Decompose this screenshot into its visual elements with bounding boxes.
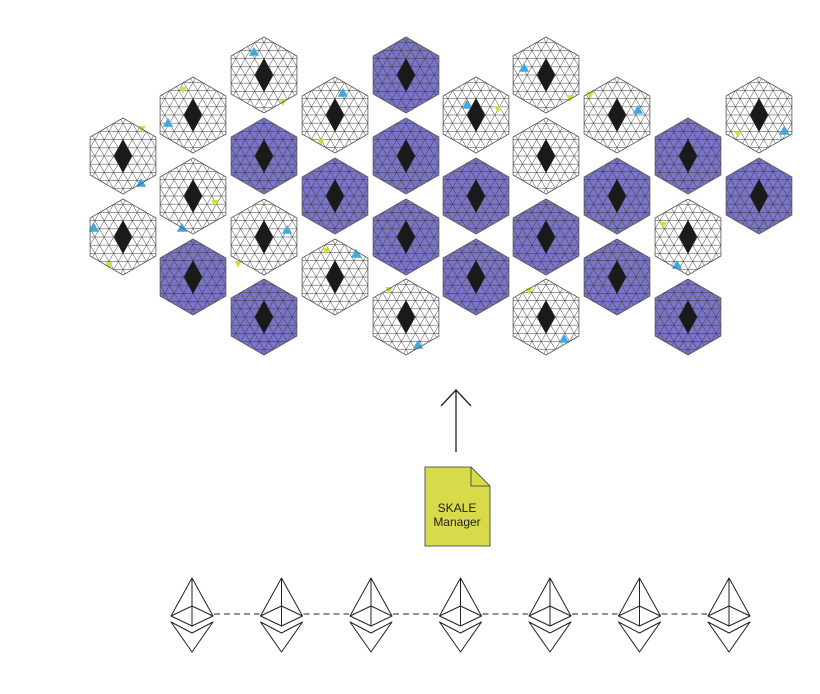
diamond-icon xyxy=(750,98,768,132)
skale-manager-document: SKALE Manager xyxy=(424,466,491,547)
diamond-icon xyxy=(608,98,626,132)
accent-triangle-yellow xyxy=(734,131,742,138)
diamond-icon xyxy=(184,98,202,132)
diamond-icon xyxy=(397,58,415,92)
accent-triangle-blue xyxy=(162,117,174,127)
diamond-icon xyxy=(608,260,626,294)
accent-triangle-yellow xyxy=(105,262,113,269)
accent-triangle-blue xyxy=(671,259,683,269)
accent-triangle-yellow xyxy=(317,139,325,146)
document-fold xyxy=(470,467,490,487)
arrow-head xyxy=(440,389,472,407)
ethereum-icon xyxy=(260,577,303,653)
diamond-icon xyxy=(397,300,415,334)
up-arrow xyxy=(440,389,472,452)
accent-triangle-yellow xyxy=(659,222,667,229)
accent-triangle-blue xyxy=(558,333,570,343)
accent-triangle-blue xyxy=(518,62,530,72)
ethereum-icon xyxy=(618,577,661,653)
diamond-icon xyxy=(255,58,273,92)
diamond-icon xyxy=(326,98,344,132)
diamond-icon xyxy=(255,139,273,173)
manager-label-line1: SKALE xyxy=(438,501,477,515)
diamond-icon xyxy=(326,179,344,213)
accent-triangle-blue xyxy=(337,87,349,97)
accent-triangle-blue xyxy=(281,224,293,234)
diamond-icon xyxy=(184,260,202,294)
accent-triangle-yellow xyxy=(179,87,187,94)
accent-triangle-yellow xyxy=(322,248,330,255)
ethereum-icon xyxy=(439,577,482,653)
diamond-icon xyxy=(537,300,555,334)
accent-triangle-blue xyxy=(350,248,362,258)
ethereum-icon xyxy=(707,577,751,653)
accent-triangle-yellow xyxy=(385,287,393,294)
diamond-icon xyxy=(537,139,555,173)
diamond-icon xyxy=(537,58,555,92)
ethereum-icon xyxy=(528,577,572,653)
manager-label-line2: Manager xyxy=(433,515,480,529)
ethereum-icon xyxy=(170,577,214,653)
diamond-icon xyxy=(255,220,273,254)
diamond-icon xyxy=(679,139,697,173)
diamond-icon xyxy=(397,220,415,254)
accent-triangle-blue xyxy=(461,99,473,109)
accent-triangle-yellow xyxy=(566,95,574,102)
accent-triangle-yellow xyxy=(234,261,242,268)
accent-triangle-blue xyxy=(88,222,100,232)
accent-triangle-yellow xyxy=(494,106,502,113)
diamond-icon xyxy=(467,98,485,132)
diamond-icon xyxy=(467,179,485,213)
diamond-icon xyxy=(255,300,273,334)
document-icon xyxy=(424,466,491,547)
diamond-icon xyxy=(184,179,202,213)
diamond-icon xyxy=(467,260,485,294)
diamond-icon xyxy=(537,220,555,254)
diamond-icon xyxy=(679,300,697,334)
diamond-icon xyxy=(114,139,132,173)
ethereum-icon xyxy=(349,577,393,653)
skale-node-cluster xyxy=(88,36,793,356)
ethereum-chain xyxy=(170,577,751,653)
accent-triangle-blue xyxy=(778,125,790,135)
diamond-icon xyxy=(326,260,344,294)
accent-triangle-blue xyxy=(248,46,260,56)
diamond-icon xyxy=(608,179,626,213)
accent-triangle-blue xyxy=(135,177,147,187)
diamond-icon xyxy=(114,220,132,254)
diamond-icon xyxy=(679,220,697,254)
diamond-icon xyxy=(397,139,415,173)
diamond-icon xyxy=(750,179,768,213)
accent-triangle-blue xyxy=(632,104,644,114)
skale-node xyxy=(512,36,580,114)
accent-triangle-yellow xyxy=(211,200,219,207)
